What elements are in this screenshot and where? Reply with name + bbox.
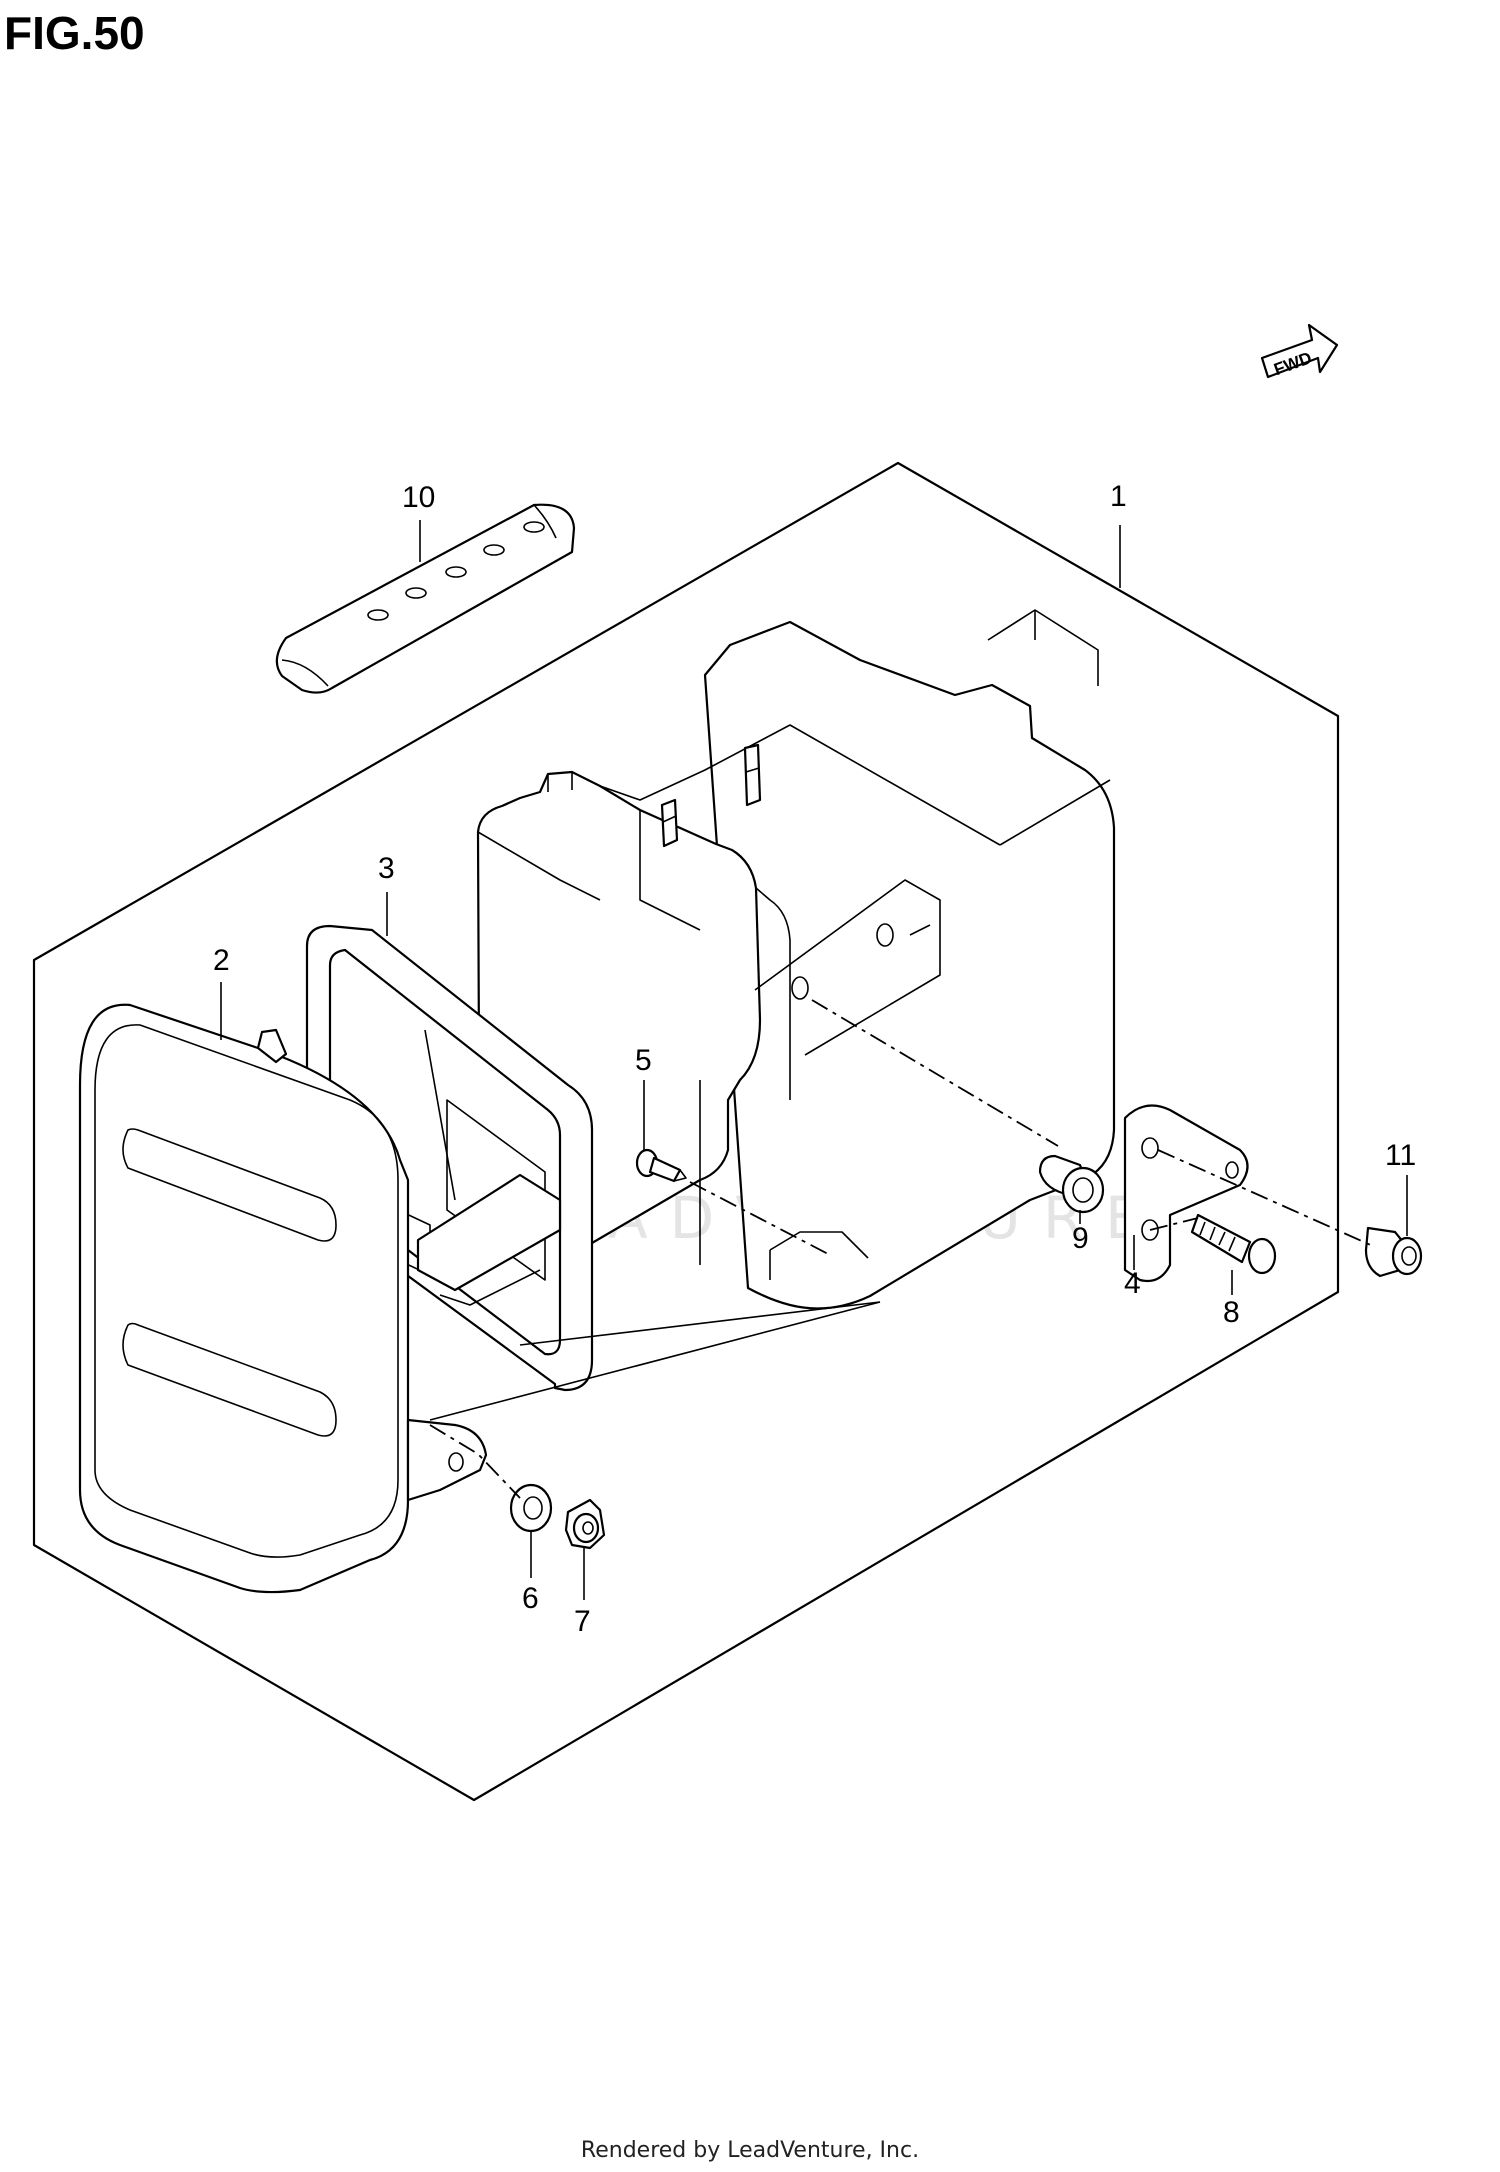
- callout-7: 7: [574, 1605, 591, 1638]
- leader-lines: [220, 520, 1408, 1600]
- callout-11: 11: [1385, 1139, 1416, 1172]
- part-5-screw: [635, 1148, 687, 1183]
- part-7-nut: [564, 1498, 606, 1550]
- reference-line-b: [519, 1301, 881, 1346]
- figure-title: FIG.50: [4, 7, 145, 59]
- axis-line-bolt8: [1149, 1217, 1199, 1231]
- callout-9: 9: [1072, 1222, 1089, 1255]
- part-3-gasket: [305, 924, 594, 1392]
- part-8-bolt: [1190, 1213, 1277, 1275]
- part-2-lens: [78, 1003, 488, 1594]
- callout-10: 10: [402, 481, 435, 514]
- part-11-bolt: [1364, 1226, 1423, 1278]
- reference-line-a: [429, 1301, 881, 1421]
- callout-4: 4: [1124, 1267, 1141, 1300]
- assembly-outline: [32, 461, 1340, 1802]
- callout-3: 3: [378, 852, 395, 885]
- fwd-arrow-icon: FWD: [1260, 323, 1339, 379]
- axis-line-right: [1157, 1149, 1376, 1248]
- callout-6: 6: [522, 1582, 539, 1615]
- callout-8: 8: [1223, 1296, 1240, 1329]
- part-10-bracket: [275, 503, 576, 694]
- part-4-plate: [1123, 1104, 1249, 1283]
- axis-line-screw: [689, 1181, 831, 1256]
- footer-credit: Rendered by LeadVenture, Inc.: [580, 2138, 920, 2163]
- callout-5: 5: [635, 1044, 652, 1077]
- callout-1: 1: [1110, 480, 1127, 513]
- part-9-grommet: [1038, 1154, 1105, 1214]
- part-6-washer: [509, 1483, 553, 1533]
- callout-2: 2: [213, 944, 230, 977]
- axis-line-upper: [811, 999, 1059, 1147]
